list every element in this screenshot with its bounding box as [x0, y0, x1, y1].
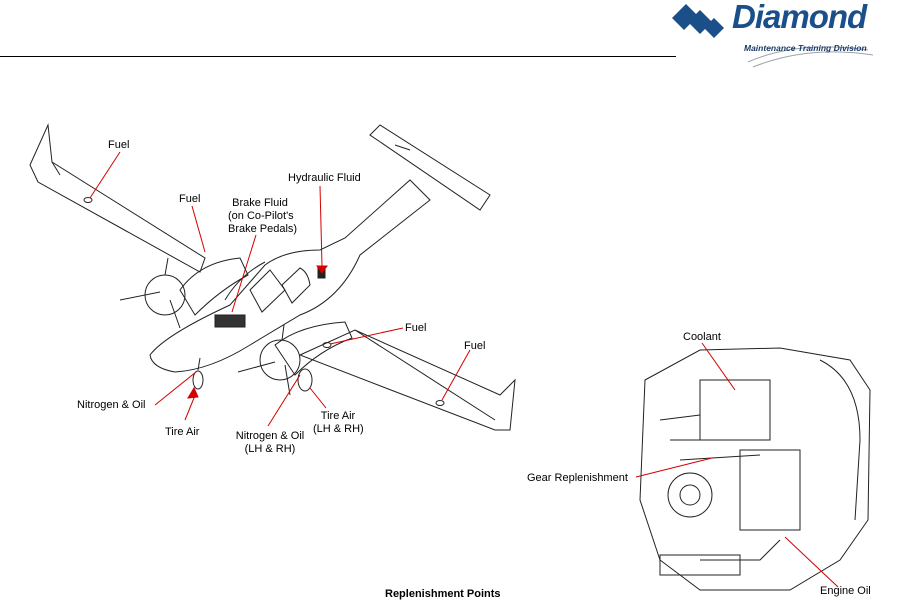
engine-illustration-icon [639, 347, 871, 591]
diamond-logo-mark-icon [672, 4, 874, 68]
hydraulic-fluid-label: Hydraulic Fluid [288, 172, 361, 184]
fuel-right-inner-label: Fuel [405, 322, 427, 334]
gear-replenishment-label: Gear Replenishment [527, 472, 628, 484]
nitrogen-oil-main-line-2: (LH & RH) [244, 443, 296, 455]
engine-oil-label: Engine Oil [820, 585, 871, 597]
nitrogen-oil-main-label: Nitrogen & Oil (LH & RH) [230, 430, 310, 456]
header-rule [0, 56, 676, 57]
brake-fluid-label: Brake Fluid (on Co-Pilot's Brake Pedals) [228, 197, 298, 236]
tire-air-main-line-1: Tire Air [320, 410, 356, 422]
brand-name: Diamond [732, 0, 867, 35]
figure-caption: Replenishment Points [385, 588, 501, 600]
coolant-label: Coolant [683, 331, 721, 343]
nitrogen-oil-main-line-1: Nitrogen & Oil [235, 430, 305, 442]
brake-fluid-line-3: Brake Pedals) [228, 223, 298, 235]
diamond-logo: Diamond Maintenance Training Division [668, 0, 897, 70]
fuel-right-outer-label: Fuel [464, 340, 486, 352]
tire-air-nose-label: Tire Air [165, 426, 200, 438]
tire-air-main-line-2: (LH & RH) [313, 423, 364, 435]
nitrogen-oil-nose-label: Nitrogen & Oil [77, 399, 146, 411]
fuel-left-inner-label: Fuel [179, 193, 201, 205]
brand-subtitle: Maintenance Training Division [744, 43, 867, 53]
tire-air-main-label: Tire Air (LH & RH) [313, 410, 364, 436]
brake-fluid-line-1: Brake Fluid [232, 197, 288, 209]
fuel-left-outer-label: Fuel [108, 139, 130, 151]
callout-leaders [89, 151, 839, 588]
airplane-outline-icon [29, 123, 516, 431]
brake-fluid-line-2: (on Co-Pilot's [228, 210, 294, 222]
